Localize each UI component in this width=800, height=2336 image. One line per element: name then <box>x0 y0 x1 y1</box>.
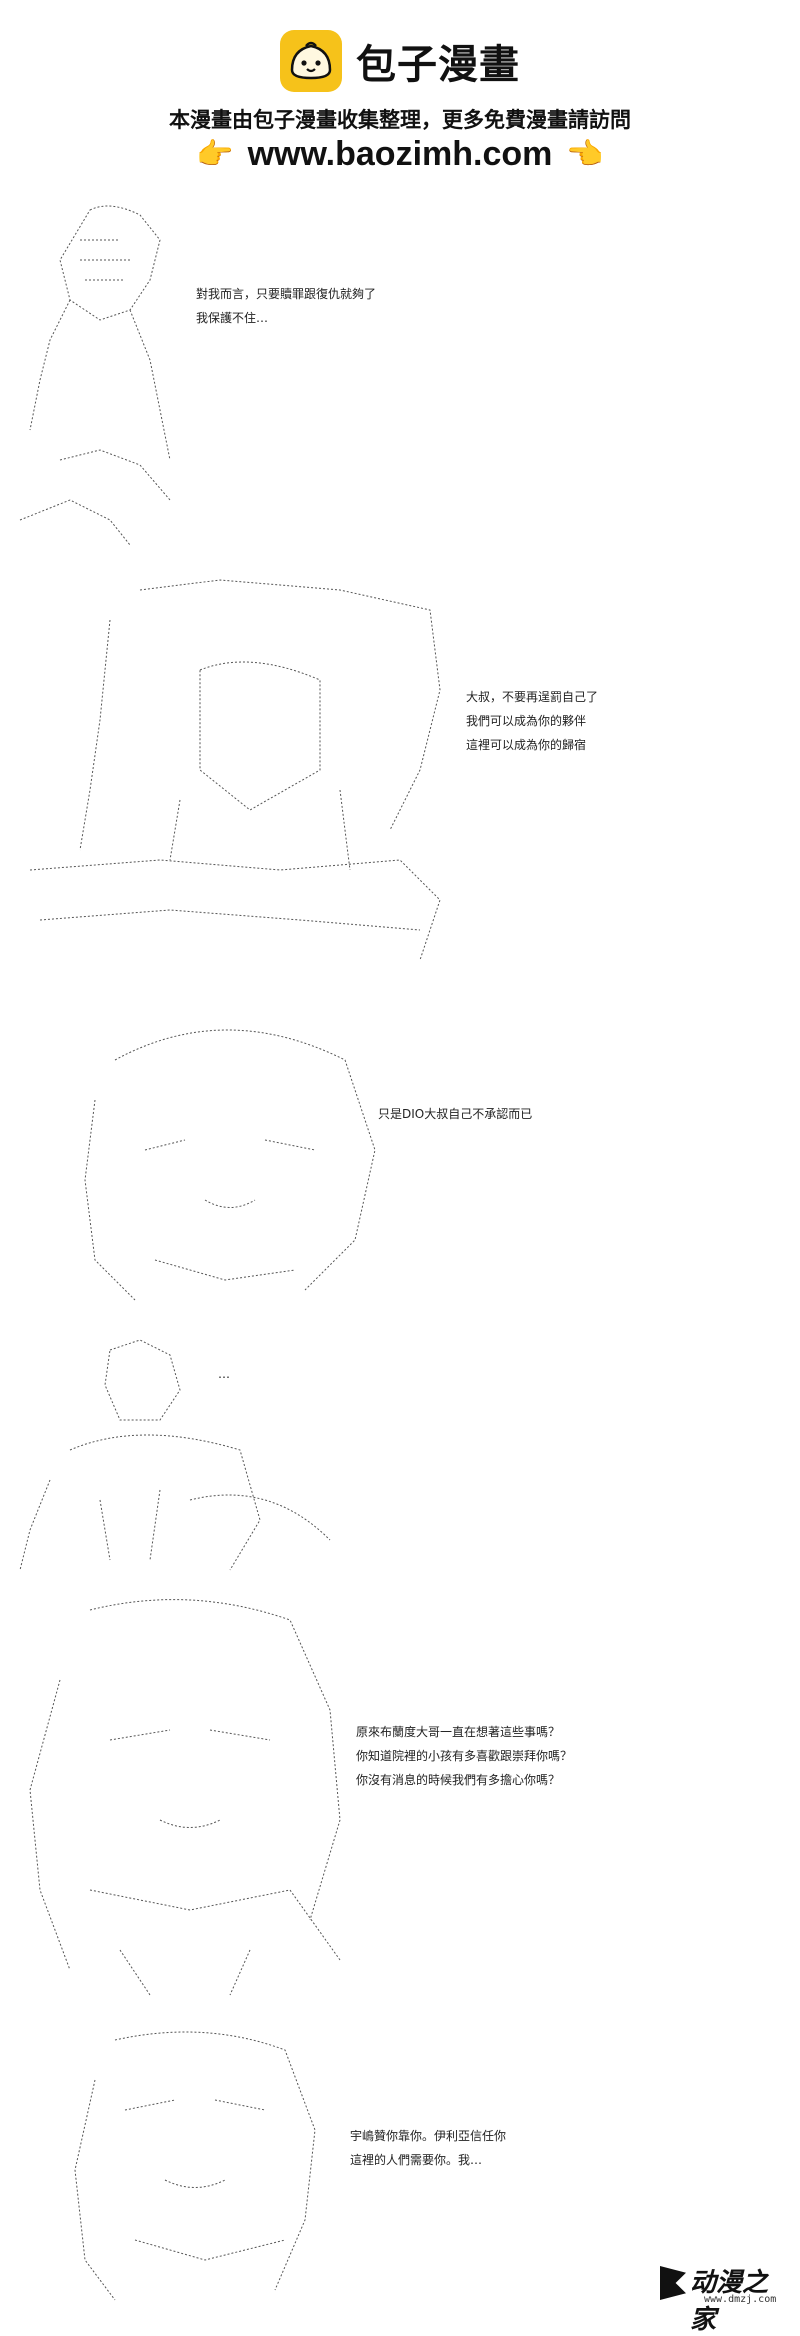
notice-text: 本漫畫由包子漫畫收集整理，更多免費漫畫請訪問 <box>169 108 631 132</box>
dialog-line: 宇嶋贊你靠你。伊利亞信任你 <box>350 2129 507 2143</box>
dialog-line: 只是DIO大叔自己不承認而已 <box>378 1107 533 1121</box>
site-url-link[interactable]: www.baozimh.com <box>247 135 553 173</box>
dialog-2: 大叔，不要再逞罰自己了 我們可以成為你的夥伴 這裡可以成為你的歸宿 <box>466 685 598 757</box>
ascii-art-figure-3 <box>84 1029 376 1301</box>
ascii-art-figure-1 <box>19 205 171 546</box>
ascii-art-figure-2 <box>29 579 441 961</box>
url-row: 👉 www.baozimh.com 👈 <box>0 135 800 174</box>
dialog-line: 我們可以成為你的夥伴 <box>466 714 587 728</box>
dialog-line: 這裡可以成為你的歸宿 <box>466 738 587 752</box>
panel-3: 只是DIO大叔自己不承認而已 <box>0 1000 800 1320</box>
dialog-3: 只是DIO大叔自己不承認而已 <box>378 1102 532 1126</box>
dialog-line: 我保護不住… <box>196 311 269 325</box>
logo-row: 包子漫畫 <box>0 30 800 92</box>
pointing-left-hand-icon: 👈 <box>566 137 604 172</box>
dialog-line: 這裡的人們需要你。我… <box>350 2153 483 2167</box>
dialog-line: 對我而言，只要贖罪跟復仇就夠了 <box>196 287 377 301</box>
dialog-line: 你知道院裡的小孩有多喜歡跟崇拜你嗎？ <box>356 1749 573 1763</box>
dialog-line: … <box>218 1367 230 1381</box>
dialog-4: … <box>218 1362 230 1386</box>
ascii-art-figure-5 <box>29 1599 341 1996</box>
flag-icon <box>660 2266 686 2300</box>
watermark-site: www.dmzj.com <box>704 2294 777 2305</box>
baozi-logo-icon <box>280 30 342 92</box>
pointing-right-hand-icon: 👉 <box>196 137 234 172</box>
dialog-line: 你沒有消息的時候我們有多擔心你嗎？ <box>356 1773 561 1787</box>
panel-5: 原來布蘭度大哥一直在想著這些事嗎？ 你知道院裡的小孩有多喜歡跟崇拜你嗎？ 你沒有… <box>0 1590 800 2010</box>
baozi-header-banner: 包子漫畫 本漫畫由包子漫畫收集整理，更多免費漫畫請訪問 👉 www.baozim… <box>0 0 800 195</box>
ascii-art-figure-6 <box>74 2031 316 2301</box>
dmzj-watermark: 动漫之家 www.dmzj.com <box>660 2260 790 2335</box>
dialog-line: 大叔，不要再逞罰自己了 <box>466 690 599 704</box>
panel-2: 大叔，不要再逞罰自己了 我們可以成為你的夥伴 這裡可以成為你的歸宿 <box>0 570 800 990</box>
panel-6: 宇嶋贊你靠你。伊利亞信任你 這裡的人們需要你。我… <box>0 2020 800 2310</box>
panel-1: 對我而言，只要贖罪跟復仇就夠了 我保護不住… <box>0 200 800 560</box>
dialog-1: 對我而言，只要贖罪跟復仇就夠了 我保護不住… <box>196 282 376 330</box>
brand-name: 包子漫畫 <box>356 42 520 88</box>
dialog-6: 宇嶋贊你靠你。伊利亞信任你 這裡的人們需要你。我… <box>350 2124 506 2172</box>
dialog-5: 原來布蘭度大哥一直在想著這些事嗎？ 你知道院裡的小孩有多喜歡跟崇拜你嗎？ 你沒有… <box>356 1720 572 1792</box>
dialog-line: 原來布蘭度大哥一直在想著這些事嗎？ <box>356 1725 561 1739</box>
panel-4: … <box>0 1330 800 1580</box>
ascii-art-figure-4 <box>19 1339 331 1571</box>
